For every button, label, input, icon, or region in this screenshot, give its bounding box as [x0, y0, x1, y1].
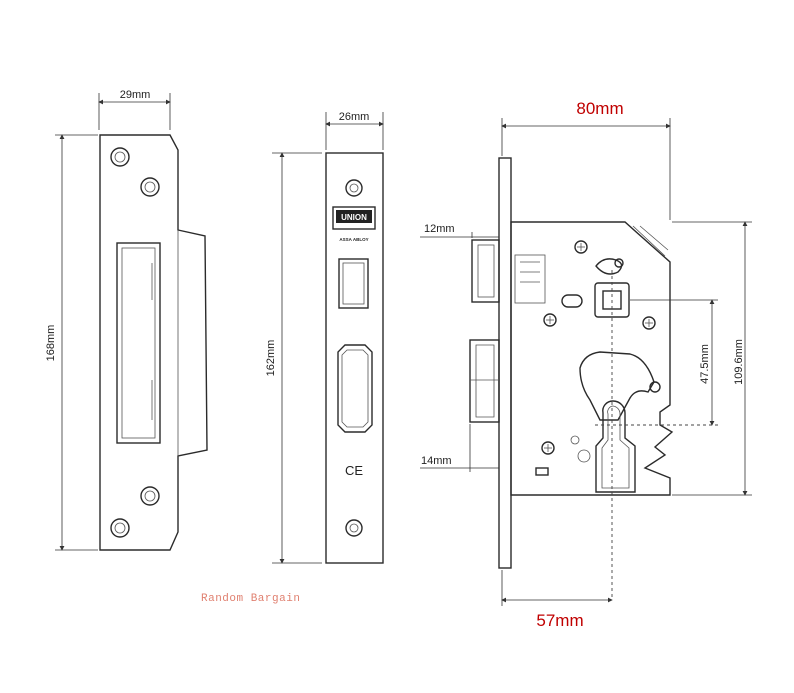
screw-icon	[543, 313, 557, 327]
ce-mark: CE	[345, 463, 363, 478]
svg-text:UNION: UNION	[341, 213, 367, 222]
screw-hole-icon	[140, 177, 160, 197]
screw-icon	[574, 240, 588, 254]
lock-width-label: 80mm	[576, 99, 623, 118]
svg-text:ASSA ABLOY: ASSA ABLOY	[339, 237, 368, 242]
strike-width-label: 29mm	[120, 89, 151, 101]
screw-hole-icon	[345, 519, 363, 537]
bolt-projection-label: 12mm	[424, 223, 455, 235]
screw-icon	[642, 316, 656, 330]
screw-hole-icon	[110, 518, 130, 538]
centers-label: 47.5mm	[699, 344, 711, 384]
screw-hole-icon	[140, 486, 160, 506]
forend-width-label: 26mm	[339, 111, 370, 123]
screw-icon	[541, 441, 555, 455]
forend-height-label: 162mm	[265, 340, 277, 377]
lock-body: 80mm 12mm 14mm 47.5mm 109.6mm 57mm	[420, 99, 752, 630]
case-height-label: 109.6mm	[733, 339, 745, 385]
strike-plate: 29mm 168mm	[45, 89, 208, 551]
backset-label: 57mm	[536, 611, 583, 630]
screw-hole-icon	[345, 179, 363, 197]
watermark-text: Random Bargain	[201, 593, 300, 605]
screw-hole-icon	[110, 147, 130, 167]
forend-plate: UNION ASSA ABLOY CE 26mm 162mm	[265, 111, 384, 564]
latch-projection-label: 14mm	[421, 455, 452, 467]
strike-height-label: 168mm	[45, 325, 57, 362]
union-logo: UNION ASSA ABLOY	[332, 206, 376, 242]
